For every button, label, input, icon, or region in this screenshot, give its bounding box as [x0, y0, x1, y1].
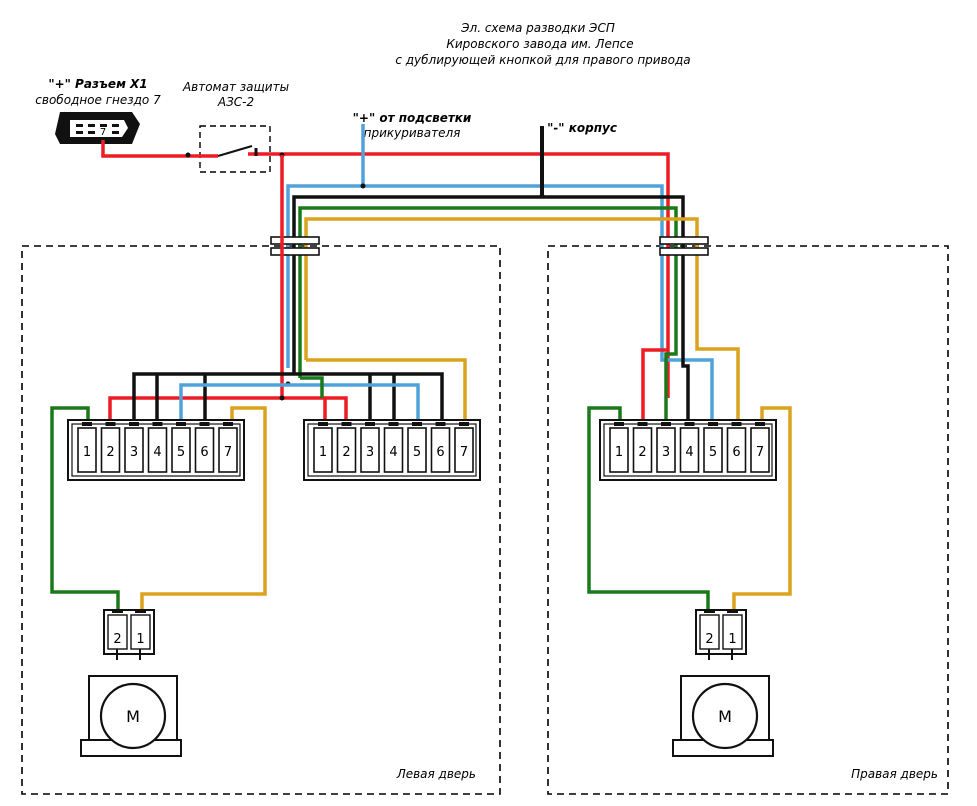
- title-line-2: Кировского завода им. Лепсе: [446, 37, 633, 51]
- plus-lighter-label: "+" от подсветки: [353, 111, 472, 125]
- connector-pin: [656, 427, 676, 473]
- connector-pin-number: 7: [756, 445, 764, 460]
- connector-x1-sublabel: свободное гнездо 7: [35, 93, 161, 107]
- wire-yellow-left-motor: [140, 406, 267, 612]
- wire-red-left-pin2: [108, 155, 284, 430]
- connector-pin-number: 3: [662, 445, 670, 460]
- connector-pin-number: 3: [130, 445, 138, 460]
- connector-x1-socket: 7: [100, 127, 106, 138]
- motor-pin-number: 1: [136, 632, 144, 647]
- title-line-1: Эл. схема разводки ЭСП: [460, 21, 615, 35]
- connector-pin: [609, 427, 629, 473]
- connector-pin: [336, 427, 357, 473]
- title-line-3: с дублирующей кнопкой для правого привод…: [395, 53, 690, 67]
- plus-lighter-sublabel: прикуривателя: [364, 126, 461, 140]
- wire-black-bus: [132, 372, 444, 430]
- connector-pin-number: 6: [436, 445, 444, 460]
- wire-black-main: [292, 195, 690, 430]
- connector-pin-number: 5: [177, 445, 185, 460]
- wire-yellow-left: [306, 358, 467, 430]
- connector-pin-number: 6: [732, 445, 740, 460]
- ground-label: "-" корпус: [547, 121, 617, 135]
- motor-circle: [99, 682, 167, 750]
- connector-pin: [100, 427, 121, 473]
- connector-pin-number: 1: [615, 445, 623, 460]
- connector-x1: 7: [55, 112, 140, 144]
- connector-pin-number: 5: [413, 445, 421, 460]
- connector-pin: [454, 427, 474, 473]
- connector-pin: [703, 427, 723, 473]
- wire-blue-left: [179, 383, 420, 430]
- connector-pin-number: 5: [709, 445, 717, 460]
- wire-red-main: [248, 152, 670, 398]
- wire-blue-main: [286, 184, 714, 430]
- right-door-box: [547, 245, 949, 795]
- wire-yellow-right-motor: [732, 406, 792, 612]
- connector-pin: [430, 427, 451, 473]
- connector-pin: [750, 427, 770, 473]
- connector-pin-number: 7: [460, 445, 468, 460]
- right-door-label: Правая дверь: [851, 767, 938, 781]
- breaker-azs2: [199, 125, 271, 173]
- connector-pin: [383, 427, 404, 473]
- connector-pin: [124, 427, 144, 473]
- breaker-model: АЗС-2: [217, 95, 254, 109]
- clamp-right: [659, 236, 709, 256]
- wire-green-left-motor: [50, 406, 120, 612]
- connector-pin-number: 1: [83, 445, 91, 460]
- connector-pin: [194, 427, 215, 473]
- breaker-switch: [217, 145, 253, 157]
- connector-pin-number: 4: [153, 445, 161, 460]
- motor-label: M: [126, 707, 140, 726]
- connector-pin: [313, 427, 333, 473]
- breaker-label: Автомат защиты: [182, 80, 289, 94]
- clamp-left: [270, 236, 320, 256]
- connector-pin: [407, 427, 427, 473]
- wire-green-right-motor: [587, 406, 710, 612]
- connector-pin: [77, 427, 97, 473]
- motor-pin-number: 1: [728, 632, 736, 647]
- motor-pin-number: 2: [113, 632, 121, 647]
- wire-green-left: [300, 376, 324, 398]
- connector-pin-number: 3: [366, 445, 374, 460]
- motor-label: M: [718, 707, 732, 726]
- connector-pin-number: 4: [389, 445, 397, 460]
- connector-pin: [679, 427, 700, 473]
- connector-pin: [632, 427, 653, 473]
- connector-pin-number: 4: [685, 445, 693, 460]
- wire-red-right-door: [641, 348, 668, 430]
- connector-pin: [171, 427, 191, 473]
- connector-pin: [147, 427, 168, 473]
- connector-pin-number: 2: [638, 445, 646, 460]
- left-door-label: Левая дверь: [396, 767, 476, 781]
- connector-x1-label: "+" Разъем X1: [48, 77, 147, 91]
- wire-red-x1: [101, 140, 218, 158]
- motor-circle: [691, 682, 759, 750]
- connector-pin-number: 6: [200, 445, 208, 460]
- connector-pin: [360, 427, 380, 473]
- wire-green-main: [298, 206, 678, 430]
- connector-pin: [726, 427, 747, 473]
- diagram-title: Эл. схема разводки ЭСП Кировского завода…: [395, 21, 690, 67]
- motor-pin-number: 2: [705, 632, 713, 647]
- left-door-box: [21, 245, 501, 795]
- connector-pin-number: 7: [224, 445, 232, 460]
- connector-pin-number: 2: [106, 445, 114, 460]
- connector-pin-number: 2: [342, 445, 350, 460]
- connector-pin: [218, 427, 238, 473]
- connector-pin-number: 1: [319, 445, 327, 460]
